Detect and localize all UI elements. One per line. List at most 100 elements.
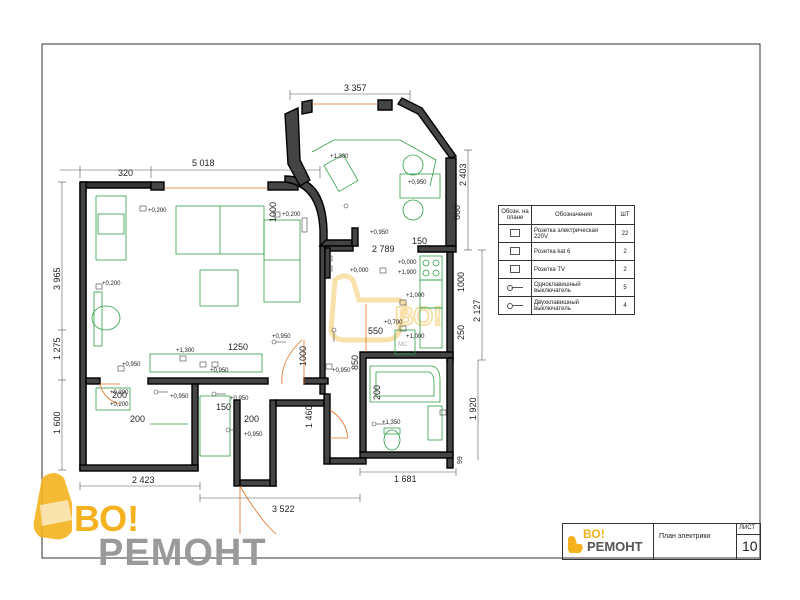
bathroom-cabinet xyxy=(427,405,443,441)
dim-right-660: 660 xyxy=(452,205,462,220)
elevation-label: +1,300 xyxy=(176,348,195,354)
socket-tv-icon xyxy=(510,264,520,273)
sheet-frame xyxy=(41,43,761,559)
elevation-label: +0,200 xyxy=(148,208,167,214)
legend-row-name: Двухклавишный выключатель xyxy=(531,296,616,315)
kitchen-counter xyxy=(311,139,437,187)
watermark-text: РЕМОНТ xyxy=(98,532,267,574)
legend-row-qty: 4 xyxy=(615,296,635,315)
watermark-logo-center: ВО! xyxy=(328,273,443,343)
legend-table: Обозн. на плане Обозначения ШТ Розетка э… xyxy=(498,205,635,315)
dim-200a: 200 xyxy=(112,390,127,400)
elevation-label: +0,950 xyxy=(370,230,389,236)
svg-text:ВО!: ВО! xyxy=(395,301,442,331)
sheet-number: 10 xyxy=(742,538,758,554)
dim-bottom-2423: 2 423 xyxy=(132,475,155,485)
elevation-label: +0,950 xyxy=(230,396,249,402)
elevation-label: +0,000 xyxy=(398,260,417,266)
dim-left-1275: 1 275 xyxy=(52,337,62,360)
dim-right-1000: 1000 xyxy=(456,272,466,292)
elevation-label: +0,200 xyxy=(282,212,301,218)
dim-1250: 1250 xyxy=(228,342,248,352)
legend-row-qty: 22 xyxy=(615,224,635,243)
legend-header-symbol: Обозн. на плане xyxy=(498,205,532,225)
logo-text: РЕМОНТ xyxy=(587,539,643,554)
dim-200c: 200 xyxy=(244,414,259,424)
dim-bottom-1681: 1 681 xyxy=(394,474,417,484)
legend-row-qty: 5 xyxy=(615,278,635,297)
legend-row-name: Розетка электрическая 220V xyxy=(531,224,616,243)
watermark-vo-text: ВО! xyxy=(74,498,139,539)
drawing-title: План электрики xyxy=(659,533,711,540)
dim-150a: 150 xyxy=(412,236,427,246)
elevation-label: +0,200 xyxy=(102,281,121,287)
single-switch-icon xyxy=(507,284,523,291)
dimension-lines xyxy=(58,90,486,502)
bathtub xyxy=(369,365,441,403)
mc-label: МС xyxy=(398,342,408,348)
dim-right-2403: 2 403 xyxy=(458,163,468,186)
electrical-symbols xyxy=(95,203,447,433)
legend-row-name: Розетка TV xyxy=(531,260,616,279)
tv-console xyxy=(149,353,263,373)
dim-1460: 1 460 xyxy=(304,405,314,428)
dim-left-1600: 1 600 xyxy=(52,411,62,434)
dim-top-bay: 3 357 xyxy=(344,83,367,93)
doors xyxy=(99,103,378,535)
dim-2789: 2 789 xyxy=(372,244,395,254)
dining-table xyxy=(399,173,441,199)
elevation-label: +1,000 xyxy=(406,293,425,299)
sheet-label: ЛИСТ xyxy=(739,525,756,531)
desk xyxy=(93,291,103,347)
legend-row: Двухклавишный выключатель 4 xyxy=(498,296,635,315)
dim-550: 550 xyxy=(368,326,383,336)
elevation-label: +0,700 xyxy=(384,320,403,326)
watermark-logo-bottom: ВО! xyxy=(33,473,139,540)
socket-lan-icon xyxy=(510,246,520,255)
legend-row-name: Одноклавишный выключатель xyxy=(531,278,616,297)
dim-right-250: 250 xyxy=(456,325,466,340)
thumbs-up-icon xyxy=(567,536,583,553)
elevation-labels: +0,200 +0,200 +0,200 +0,200 +1,300 +0,95… xyxy=(102,154,427,438)
logo-vo-text: ВО! xyxy=(583,527,605,541)
elevation-label: +0,200 xyxy=(110,390,129,396)
title-block: ВО! РЕМОНТ План электрики ЛИСТ 10 xyxy=(562,523,761,560)
elevation-label: +0,000 xyxy=(350,268,369,274)
furniture xyxy=(91,139,443,457)
legend-row-qty: 2 xyxy=(615,242,635,261)
dim-1000a: 1000 xyxy=(268,202,278,222)
dim-left-seg: 320 xyxy=(118,168,133,178)
legend-row: Розетка электрическая 220V 22 xyxy=(498,224,635,243)
socket-220-icon xyxy=(510,228,520,237)
walls xyxy=(79,97,458,487)
legend-row: Розетка kat 6 2 xyxy=(498,242,635,261)
elevation-label: +1,000 xyxy=(406,334,425,340)
sofa-side xyxy=(263,219,301,303)
chair xyxy=(91,305,121,331)
elevation-label: +1,300 xyxy=(330,154,349,160)
bed xyxy=(95,195,127,261)
elevation-label: +0,950 xyxy=(122,362,141,368)
elevation-label: +0,950 xyxy=(332,368,351,374)
double-switch-icon xyxy=(507,302,523,309)
dim-1000b: 1000 xyxy=(298,346,308,366)
elevation-label: +0,950 xyxy=(408,180,427,186)
coffee-table xyxy=(199,269,239,307)
toilet xyxy=(383,429,401,451)
stove xyxy=(419,255,443,281)
legend-row: Розетка TV 2 xyxy=(498,260,635,279)
dim-right-1920: 1 920 xyxy=(468,397,478,420)
legend-header-name: Обозначения xyxy=(531,205,616,225)
elevation-label: +1,350 xyxy=(382,420,401,426)
elevation-label: +1,900 xyxy=(398,270,417,276)
dim-left-height: 3 965 xyxy=(52,267,62,290)
elevation-label: +0,950 xyxy=(272,334,291,340)
legend-header: Обозн. на плане Обозначения ШТ xyxy=(498,205,635,225)
elevation-label: +0,950 xyxy=(210,368,229,374)
dim-850: 850 xyxy=(350,355,360,370)
washing-machine xyxy=(394,329,416,355)
dim-right-99: 99 xyxy=(457,456,464,464)
dim-right-2127: 2 127 xyxy=(472,299,482,322)
elevation-label: +0,950 xyxy=(170,394,189,400)
dim-bottom-3522: 3 522 xyxy=(272,504,295,514)
